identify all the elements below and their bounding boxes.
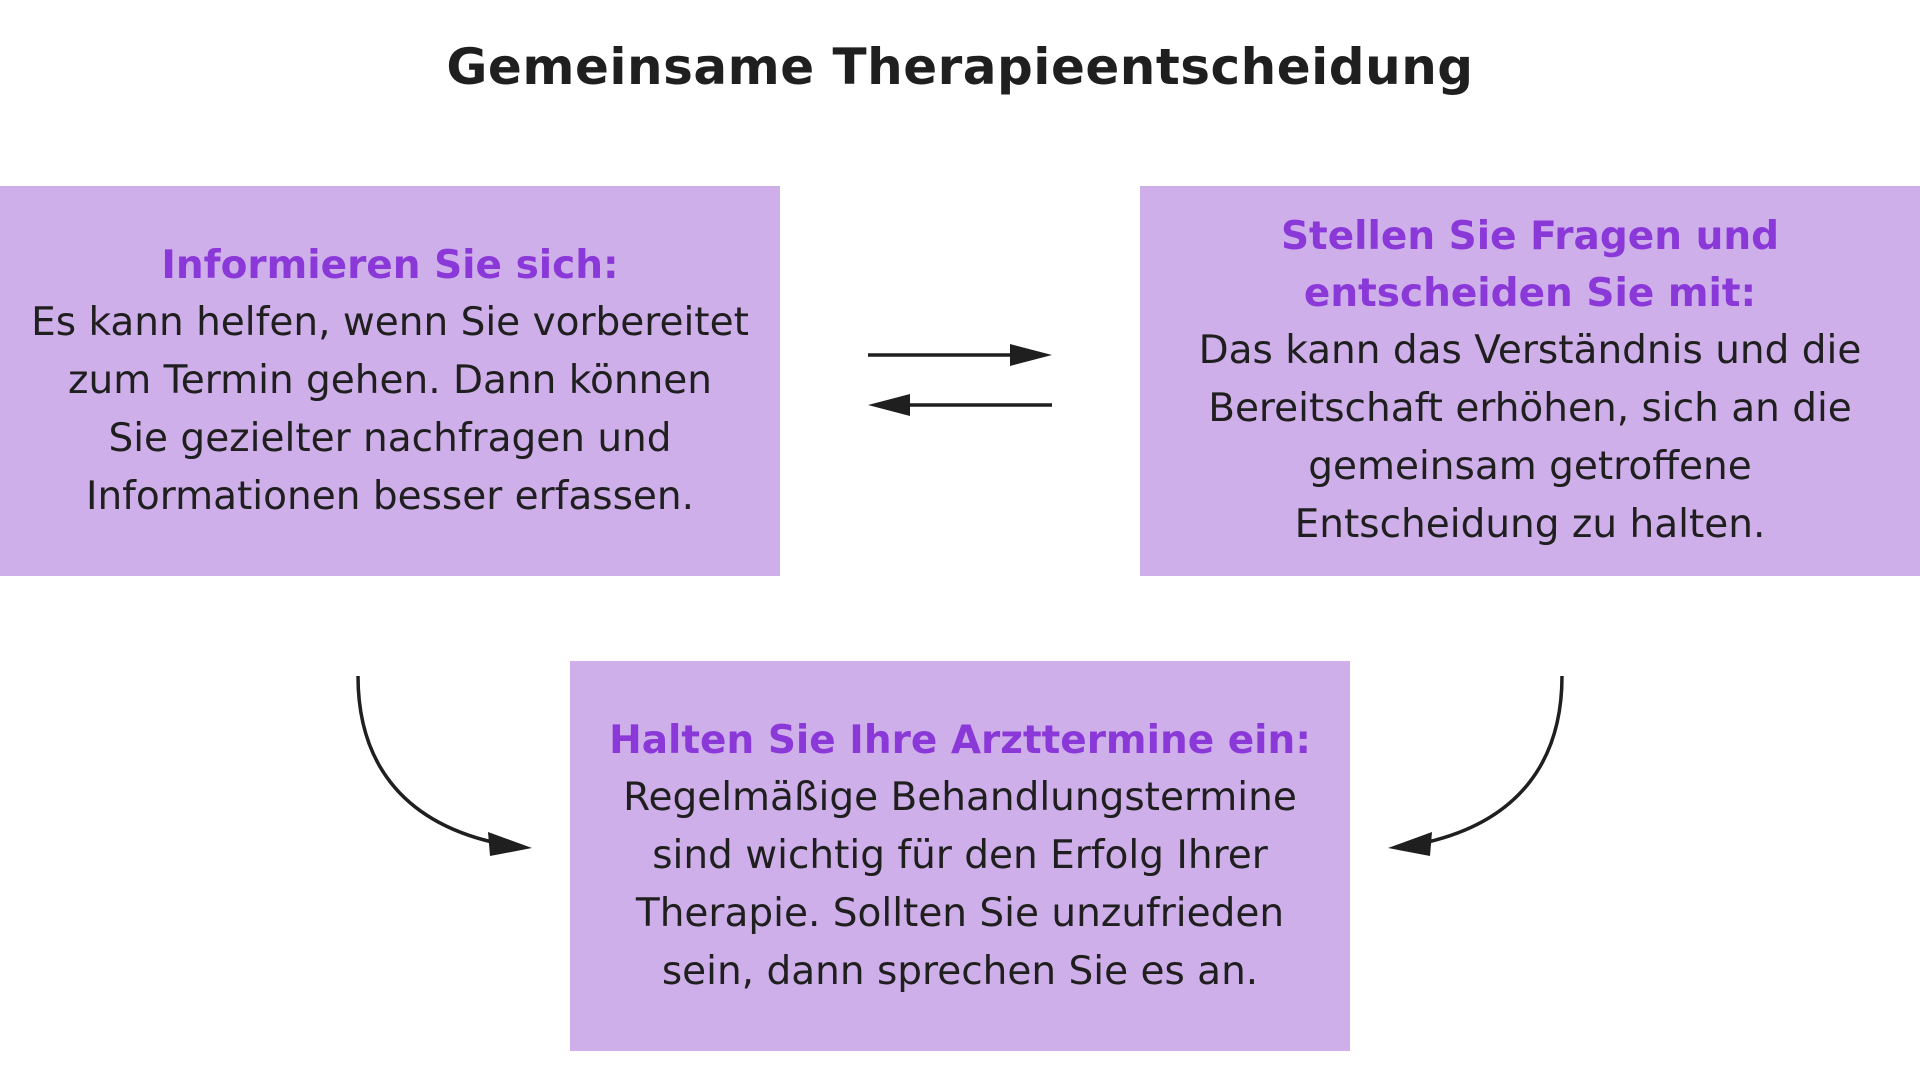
- box-text-line: Es kann helfen, wenn Sie vorbereitet: [31, 299, 749, 345]
- box-text-line: Sie gezielter nachfragen und: [108, 415, 672, 461]
- box-text-line: gemeinsam getroffene: [1308, 444, 1752, 489]
- arrowhead-left: [868, 394, 910, 416]
- diagram-title: Gemeinsame Therapieentscheidung: [446, 38, 1474, 96]
- curve-left-to-bottom: [356, 675, 493, 844]
- box-text-line: sind wichtig für den Erfolg Ihrer: [652, 832, 1268, 878]
- curve-right-to-bottom: [1427, 675, 1564, 844]
- box-heading: entscheiden Sie mit:: [1303, 271, 1757, 316]
- box-text-line: sein, dann sprechen Sie es an.: [661, 948, 1259, 994]
- info-box-inform: Informieren Sie sich: Es kann helfen, we…: [0, 186, 780, 576]
- info-box-ask-decide: Stellen Sie Fragen und entscheiden Sie m…: [1140, 186, 1920, 576]
- box-heading: Stellen Sie Fragen und: [1280, 214, 1780, 259]
- box-text-line: Das kann das Verständnis und die: [1198, 328, 1862, 373]
- box-text-line: Entscheidung zu halten.: [1294, 502, 1766, 547]
- box-text-line: Informationen besser erfassen.: [85, 473, 695, 519]
- info-box-appointments: Halten Sie Ihre Arzttermine ein: Regelmä…: [570, 661, 1350, 1051]
- arrowhead-curve-left: [488, 832, 532, 856]
- box-text-line: Bereitschaft erhöhen, sich an die: [1208, 386, 1852, 431]
- arrowhead-right: [1010, 344, 1052, 366]
- box-text-line: Therapie. Sollten Sie unzufrieden: [635, 890, 1285, 936]
- arrowhead-curve-right: [1388, 832, 1432, 856]
- box-heading: Informieren Sie sich:: [161, 242, 619, 288]
- box-text-line: Regelmäßige Behandlungstermine: [623, 774, 1297, 820]
- box-heading: Halten Sie Ihre Arzttermine ein:: [609, 717, 1311, 763]
- box-text-line: zum Termin gehen. Dann können: [68, 357, 712, 403]
